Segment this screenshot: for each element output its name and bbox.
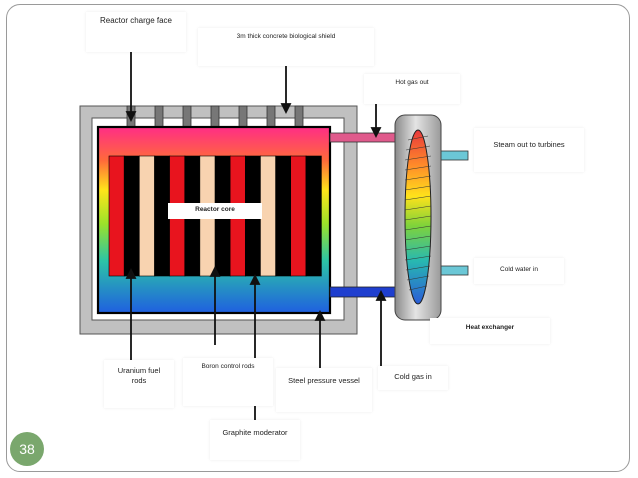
label-uranium-fuel-rods: Uranium fuel rods [104, 360, 174, 408]
steam-pipe [439, 150, 469, 161]
graphite-rod [123, 155, 140, 277]
label-concrete-shield: 3m thick concrete biological shield [198, 28, 374, 66]
control-rod [138, 155, 156, 277]
control-rod [260, 155, 277, 277]
leader-lines [125, 50, 387, 420]
label-steam-out: Steam out to turbines [474, 128, 584, 172]
label-steel-pressure-vessel: Steel pressure vessel [276, 368, 372, 412]
label-reactor-core: Reactor core [168, 203, 262, 219]
page-number: 38 [19, 441, 35, 457]
cold-gas-pipe [329, 286, 401, 298]
label-cold-gas-in: Cold gas in [378, 366, 448, 390]
label-graphite-moderator: Graphite moderator [210, 420, 300, 460]
label-cold-water-in: Cold water in [474, 258, 564, 284]
label-heat-exchanger: Heat exchanger [430, 318, 550, 344]
label-boron-control-rods: Boron control rods [183, 358, 273, 406]
hot-gas-pipe [329, 132, 401, 143]
fuel-rod [290, 155, 307, 277]
page-number-badge: 38 [10, 432, 44, 466]
heat-exchanger-coil-lines [404, 135, 432, 291]
label-hot-gas-out: Hot gas out [364, 74, 460, 104]
fuel-rod [108, 155, 125, 277]
heat-exchanger-coil [404, 129, 432, 305]
cold-water-pipe [439, 265, 469, 276]
label-reactor-charge-face: Reactor charge face [86, 12, 186, 52]
graphite-rod [305, 155, 322, 277]
graphite-rod [275, 155, 292, 277]
